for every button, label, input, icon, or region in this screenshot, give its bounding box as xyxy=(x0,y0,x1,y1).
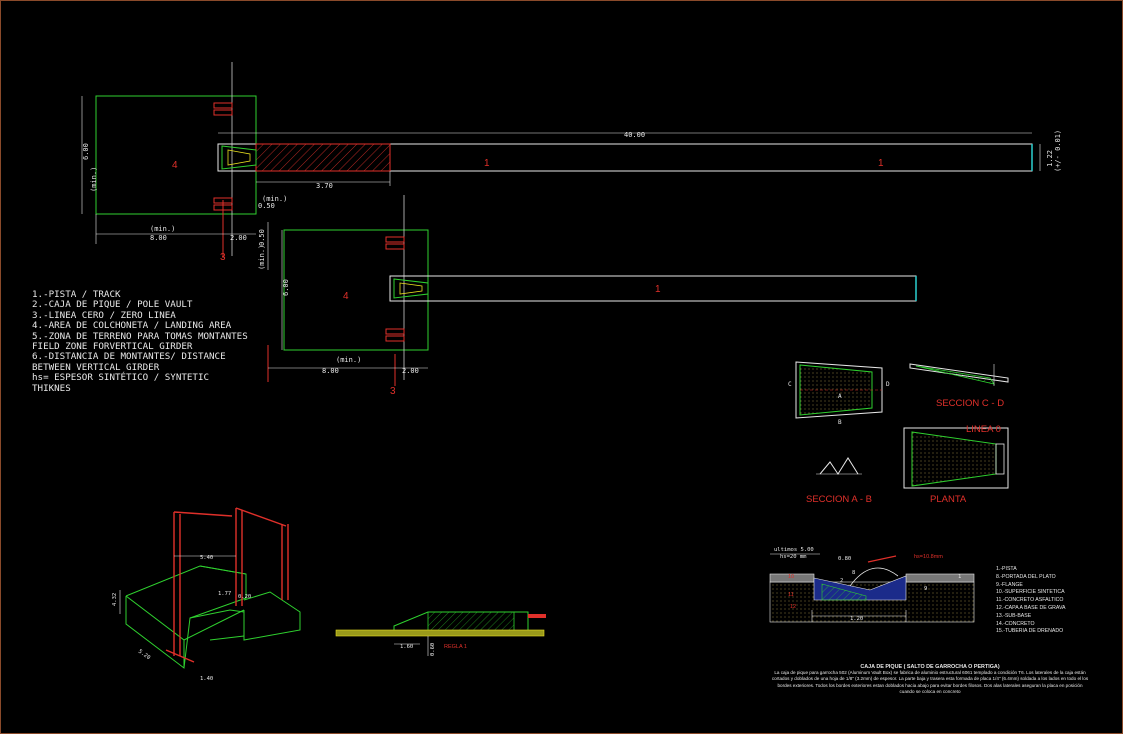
dim-total: 40.00 xyxy=(624,131,645,139)
iso-dim-mid: 1.77 xyxy=(218,591,231,597)
label-seccion-ab: SECCION A - B xyxy=(806,494,872,505)
elev-dim: 1.60 xyxy=(400,644,413,650)
min-lower-h: (min.) xyxy=(336,356,361,364)
section-top-dim2: hs=20 mm xyxy=(780,554,807,560)
dim-len-lower: 8.00 xyxy=(322,367,339,375)
legend-item: 4.-AREA DE COLCHONETA / LANDING AREA xyxy=(32,320,232,332)
legend-item: 3.-LINEA CERO / ZERO LINEA xyxy=(32,309,176,321)
label-seccion-cd: SECCION C - D xyxy=(936,398,1004,409)
label-planta: PLANTA xyxy=(930,494,967,505)
min-lower-v: (min.) xyxy=(258,245,266,270)
section-tag-2: 2 xyxy=(840,578,843,584)
girder-marks-upper xyxy=(213,102,233,211)
label-landing-lower: 4 xyxy=(343,291,349,302)
legend-item: 2.-CAJA DE PIQUE / POLE VAULT xyxy=(32,299,193,311)
section-top-dim: ultimos 5.00 xyxy=(774,547,814,553)
legend-item: 1.-PISTA / TRACK xyxy=(32,289,121,300)
cross-section xyxy=(769,553,975,623)
legend: 1.-PISTA / TRACK 2.-CAJA DE PIQUE / POLE… xyxy=(32,289,252,394)
material-item: 1.-PISTA xyxy=(996,566,1017,572)
label-track-upper-a: 1 xyxy=(484,158,490,169)
dim-girder: 0.50 xyxy=(258,202,275,210)
isometric-uprights xyxy=(119,507,289,663)
landing-area-lower xyxy=(283,229,429,351)
dim-small: 0.50 xyxy=(258,229,266,246)
plan-upper xyxy=(81,62,1041,258)
dim-gap-lower: 2.00 xyxy=(402,367,419,375)
dim-track-width: 1.22 xyxy=(1046,150,1054,167)
section-dim-hs: hs=10.8mm xyxy=(914,554,943,560)
vault-box-lower xyxy=(393,278,429,299)
runway-hatch xyxy=(255,143,391,172)
vault-box-section-ab xyxy=(795,361,883,419)
legend-item: hs= ESPESOR SINTÉTICO / SYNTETIC THIKNES xyxy=(32,372,215,394)
material-item: 13.-SUB-BASE xyxy=(996,612,1032,619)
section-dim-bottom: 1.20 xyxy=(850,616,863,622)
iso-dim-small: 0.20 xyxy=(238,594,251,600)
section-dim-angle: 0.80 xyxy=(838,556,851,562)
iso-dim-side: 4.32 xyxy=(112,593,118,606)
label-zero-lower: 3 xyxy=(390,386,396,397)
label-d: D xyxy=(886,381,890,388)
material-item: 12.-CAPA A BASE DE GRAVA xyxy=(996,604,1066,611)
plan-lower xyxy=(267,195,917,386)
section-tag-11: 11 xyxy=(788,592,794,598)
dim-width-lower: 6.00 xyxy=(282,279,290,296)
section-tag-9: 9 xyxy=(924,586,927,592)
min-upper-h: (min.) xyxy=(150,225,175,233)
label-a: A xyxy=(838,393,842,400)
label-zero-upper: 3 xyxy=(220,252,226,263)
vault-box-upper xyxy=(221,145,257,170)
section-tag-8: 8 xyxy=(852,570,855,576)
elev-ref: REGLA 1 xyxy=(444,644,467,650)
material-item: 8.-PORTADA DEL PLATO xyxy=(996,573,1056,580)
label-b: B xyxy=(838,419,842,426)
iso-dim-base: 5.20 xyxy=(137,649,151,662)
notes-body: La caja de pique para garrocha 502 (Alum… xyxy=(771,670,1089,694)
material-item: 10.-SUPERFICIE SINTETICA xyxy=(996,589,1065,596)
elev-dim-v: 0.60 xyxy=(430,643,436,656)
section-tag-10: 10 xyxy=(788,574,794,580)
vault-box-section-cd xyxy=(909,363,1009,383)
notes-block: CAJA DE PIQUE ( SALTO DE GARROCHA O PERT… xyxy=(770,664,1090,695)
girder-marks-lower xyxy=(385,236,405,342)
label-track-lower: 1 xyxy=(655,284,661,295)
isometric-view xyxy=(125,565,301,669)
dim-box-len: 3.70 xyxy=(316,182,333,190)
dim-len-upper: 8.00 xyxy=(150,234,167,242)
runway-elevation xyxy=(335,611,546,656)
dim-tolerance: (+/- 0.01) xyxy=(1054,130,1062,172)
profile-ab xyxy=(819,457,859,475)
material-item: 14.-CONCRETO xyxy=(996,620,1035,627)
min-upper-v: (min.) xyxy=(90,167,98,192)
label-track-upper-b: 1 xyxy=(878,158,884,169)
label-linea-0: LINEA 0 xyxy=(966,424,1001,435)
dim-width-upper: 6.00 xyxy=(82,143,90,160)
legend-item: FIELD ZONE FORVERTICAL GIRDER xyxy=(32,341,193,353)
iso-dim-top: 5.40 xyxy=(200,555,213,561)
iso-dim-front: 1.40 xyxy=(200,676,213,682)
legend-item: 6.-DISTANCIA DE MONTANTES/ DISTANCE BETW… xyxy=(32,351,232,373)
label-c: C xyxy=(788,381,792,388)
vault-box-planta xyxy=(903,427,1009,489)
materials-list: 1.-PISTA 8.-PORTADA DEL PLATO 9.-FLANGE … xyxy=(996,566,1065,636)
dim-gap-upper: 2.00 xyxy=(230,234,247,242)
legend-item: 5.-ZONA DE TERRENO PARA TOMAS MONTANTES xyxy=(32,330,248,342)
label-landing-upper: 4 xyxy=(172,160,178,171)
material-item: 15.-TUBERIA DE DRENADO xyxy=(996,628,1064,635)
track-lower xyxy=(389,275,917,302)
notes-title: CAJA DE PIQUE ( SALTO DE GARROCHA O PERT… xyxy=(860,664,1000,670)
min-girder: (min.) xyxy=(262,195,287,203)
material-item: 11.-CONCRETO ASFALTICO xyxy=(996,597,1064,604)
detail-vault-box xyxy=(795,361,1009,489)
section-tag-12: 12 xyxy=(790,604,796,610)
material-item: 9.-FLANGE xyxy=(996,581,1023,588)
section-tag-1: 1 xyxy=(958,574,961,580)
